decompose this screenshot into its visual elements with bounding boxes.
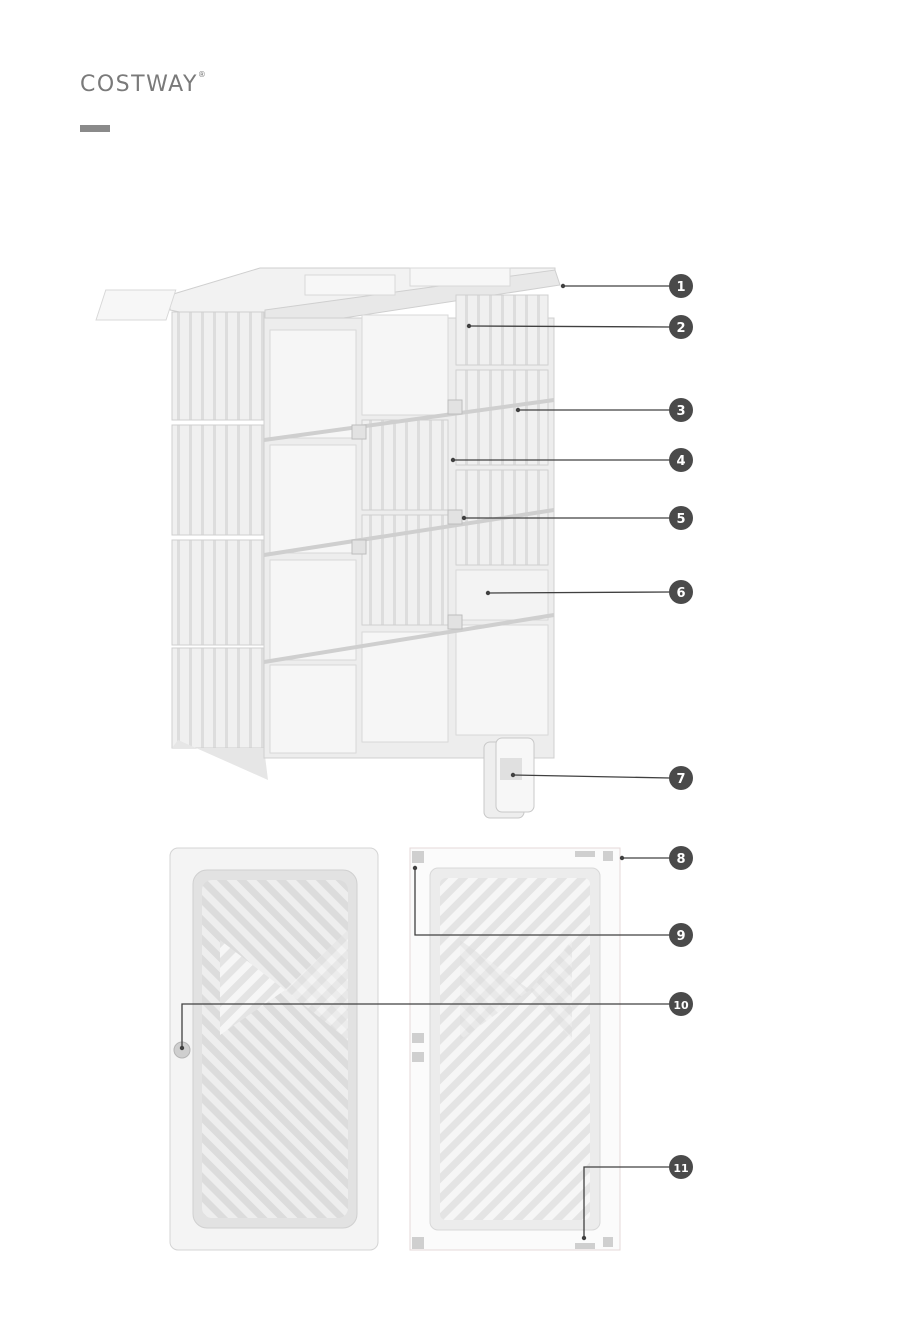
- door-back-icon: [410, 848, 620, 1250]
- callout-8: 8: [669, 846, 693, 870]
- callout-5: 5: [669, 506, 693, 530]
- callout-badges: 1 2 3 4 5 6 7 8 9 10 11: [669, 274, 693, 1179]
- callout-10: 10: [669, 992, 693, 1016]
- callout-4: 4: [669, 448, 693, 472]
- callout-2: 2: [669, 315, 693, 339]
- callout-11: 11: [669, 1155, 693, 1179]
- callout-label: 1: [676, 280, 685, 295]
- callout-6: 6: [669, 580, 693, 604]
- callout-label: 5: [676, 512, 685, 527]
- callout-3: 3: [669, 398, 693, 422]
- callout-label: 6: [676, 586, 685, 601]
- callout-label: 8: [676, 852, 685, 867]
- callout-label: 4: [676, 454, 685, 469]
- callout-1: 1: [669, 274, 693, 298]
- cabinet-icon: [96, 268, 560, 780]
- callout-label: 9: [676, 929, 685, 944]
- callout-label: 10: [673, 999, 689, 1012]
- callout-7: 7: [669, 766, 693, 790]
- callout-label: 11: [673, 1162, 688, 1175]
- callout-9: 9: [669, 923, 693, 947]
- callout-label: 2: [676, 321, 685, 336]
- connector-icon: [484, 738, 534, 818]
- door-front-icon: [170, 848, 378, 1250]
- callout-label: 7: [676, 772, 685, 787]
- callout-label: 3: [676, 404, 685, 419]
